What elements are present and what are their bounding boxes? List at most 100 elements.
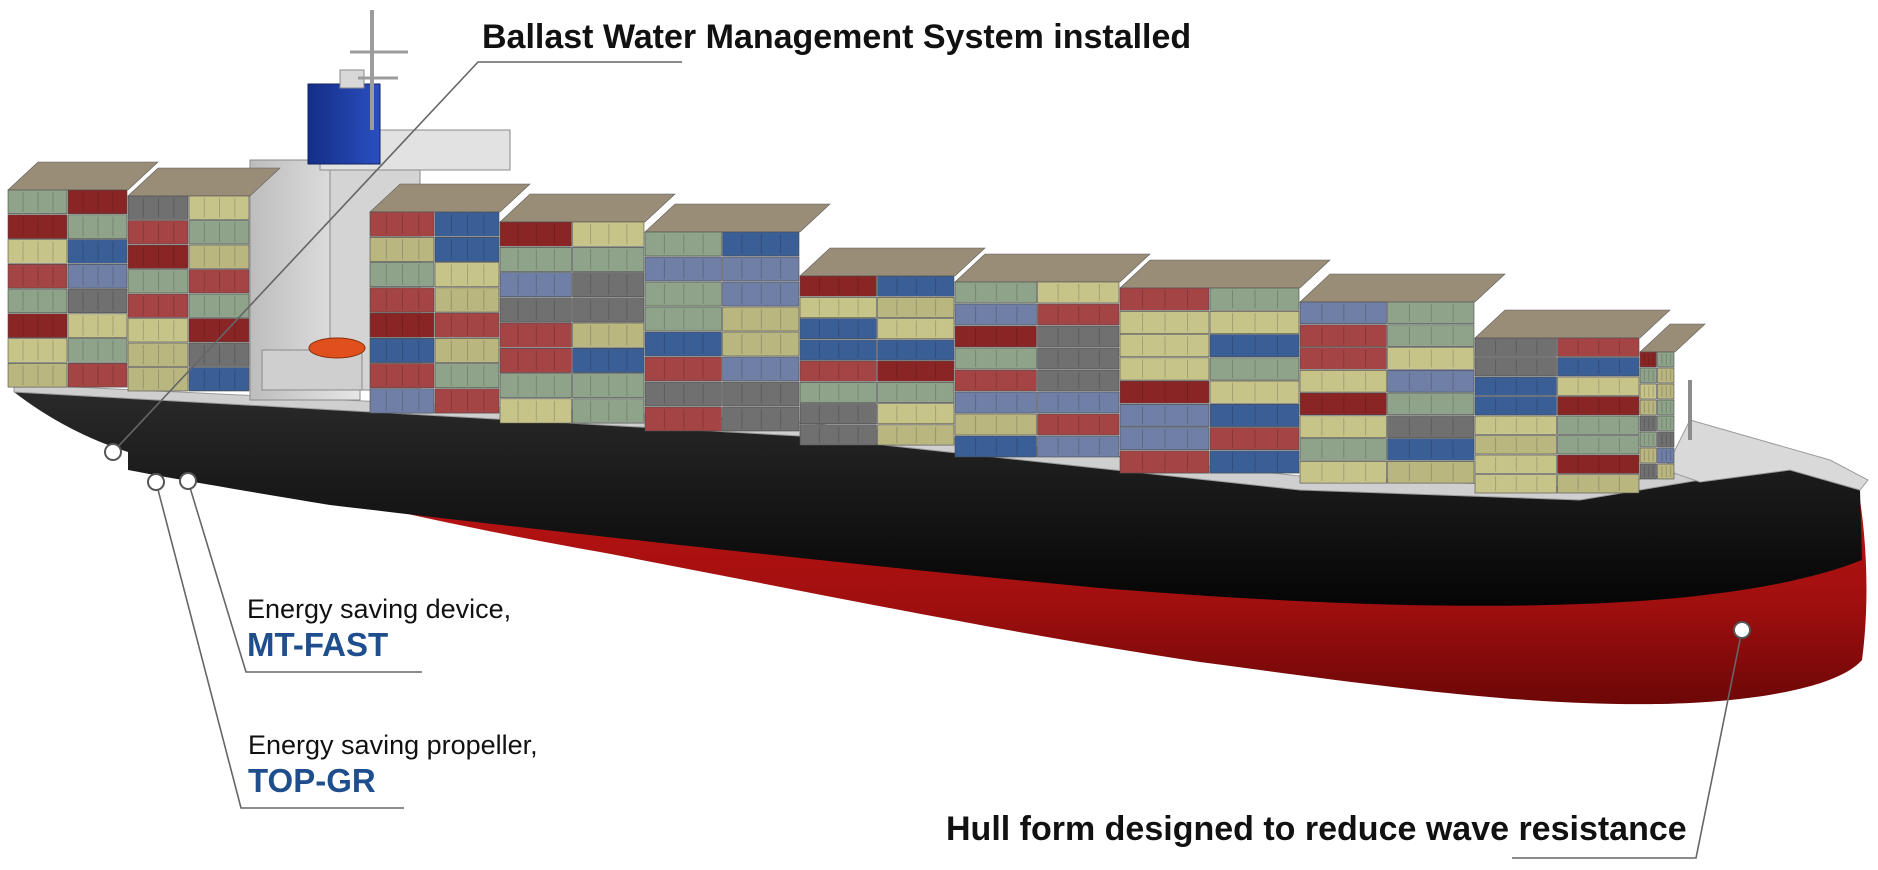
container-box [1299, 301, 1387, 325]
container-box [572, 247, 645, 272]
container-box [722, 306, 800, 332]
container-box [127, 342, 189, 367]
container-box [1657, 351, 1675, 368]
container-box [644, 406, 722, 432]
container-box [434, 312, 500, 338]
forecastle-deck [1664, 419, 1869, 491]
container-box [1037, 347, 1120, 370]
container-box [369, 363, 435, 389]
container-box [1474, 337, 1557, 357]
container-box [188, 342, 250, 367]
container-box [499, 322, 572, 348]
container-box [1639, 367, 1657, 384]
container-box [722, 381, 800, 407]
container-box [1299, 369, 1387, 393]
container-stack-top [1299, 273, 1506, 303]
container-box [572, 398, 645, 424]
container-box [1639, 463, 1657, 480]
container-box [7, 189, 68, 215]
container-box [1639, 415, 1657, 432]
container-box [1557, 415, 1640, 435]
container-box [1209, 334, 1300, 358]
container-box [644, 331, 722, 357]
container-box [1387, 392, 1475, 416]
container-box [1474, 435, 1557, 455]
container-box [1119, 334, 1210, 358]
container-box [644, 306, 722, 332]
container-box [799, 381, 877, 403]
container-box [67, 288, 128, 314]
container-box [7, 263, 68, 289]
container-box [1299, 438, 1387, 461]
container-box [1387, 369, 1475, 393]
container-box [954, 413, 1037, 436]
container-box [1639, 351, 1657, 368]
container-box [1299, 347, 1387, 370]
container-box [954, 325, 1037, 348]
container-box [572, 297, 645, 323]
container-box [67, 313, 128, 338]
container-box [799, 275, 877, 297]
container-box [1209, 287, 1300, 311]
container-box [572, 347, 645, 373]
container-box [1209, 450, 1300, 474]
leader-ballast [112, 61, 682, 453]
container-box [1474, 454, 1557, 474]
container-box [499, 221, 572, 247]
container-box [1474, 376, 1557, 396]
marker-ballast [104, 443, 122, 461]
container-box [127, 318, 189, 343]
container-box [1119, 357, 1210, 381]
container-box [1639, 447, 1657, 464]
container-box [499, 297, 572, 323]
container-box [188, 318, 250, 343]
container-stack-top [644, 203, 831, 233]
container-box [1557, 435, 1640, 455]
container-box [644, 231, 722, 257]
container-box [572, 373, 645, 399]
container-box [799, 424, 877, 446]
container-box [1557, 376, 1640, 396]
container-box [499, 272, 572, 298]
container-box [1639, 383, 1657, 400]
container-box [572, 322, 645, 348]
container-box [1037, 325, 1120, 348]
container-box [127, 293, 189, 318]
container-box [1119, 310, 1210, 334]
container-box [1657, 431, 1675, 448]
container-box [799, 339, 877, 361]
container-box [1037, 413, 1120, 436]
container-box [434, 388, 500, 414]
container-box [188, 244, 250, 269]
container-box [572, 272, 645, 298]
leader-top-gr [155, 481, 404, 809]
container-box [369, 337, 435, 363]
container-box [1657, 383, 1675, 400]
container-box [877, 275, 955, 297]
container-box [7, 313, 68, 338]
container-box [1119, 450, 1210, 474]
container-box [67, 263, 128, 289]
container-box [188, 195, 250, 220]
container-stack-top [499, 193, 676, 223]
container-box [954, 391, 1037, 414]
container-box [1299, 415, 1387, 438]
container-box [1657, 447, 1675, 464]
container-box [127, 244, 189, 269]
container-box [434, 337, 500, 363]
callout-mt-fast-product: MT-FAST [247, 626, 389, 663]
container-box [722, 281, 800, 307]
container-box [127, 269, 189, 294]
container-box [1387, 347, 1475, 370]
container-box [1657, 463, 1675, 480]
callout-leaders [104, 61, 1751, 859]
lifeboat [308, 337, 366, 359]
container-box [67, 214, 128, 239]
container-box [644, 356, 722, 382]
container-box [1387, 301, 1475, 325]
container-box [877, 296, 955, 318]
container-box [722, 406, 800, 432]
container-box [127, 220, 189, 245]
container-box [369, 237, 435, 262]
